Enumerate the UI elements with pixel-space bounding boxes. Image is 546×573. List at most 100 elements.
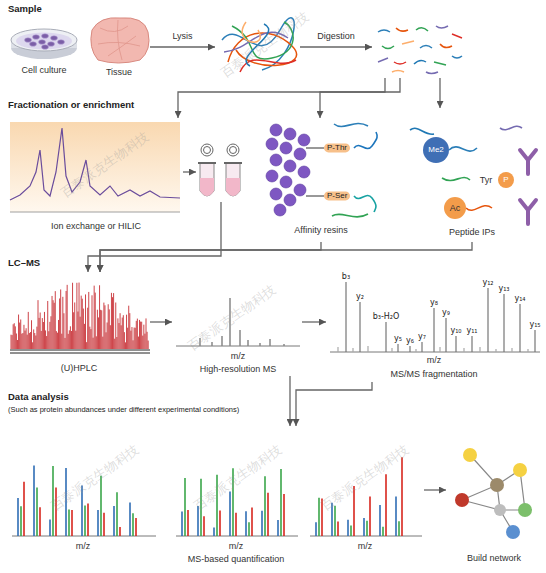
quant-peak (84, 505, 86, 536)
hplc-peaks (11, 283, 148, 349)
peak-label: y₁₁ (466, 326, 477, 335)
ion-exchange-chromatogram (10, 122, 180, 212)
section-heading: Sample (8, 4, 42, 15)
node-text: Tyr (480, 175, 493, 185)
hplc-peak (79, 283, 80, 349)
quant-peak (385, 474, 387, 536)
quant-peak (337, 522, 339, 536)
hplc-peak (50, 316, 51, 349)
quant-peak (261, 511, 263, 536)
hplc-peak (28, 312, 29, 349)
hplc-peak (53, 300, 54, 349)
hplc-peak (146, 318, 147, 349)
diagram-node: m/z (306, 426, 424, 554)
hplc-peak (111, 293, 112, 349)
quant-peak (87, 503, 89, 536)
quant-peak (103, 513, 105, 536)
diagram-node: Build network (446, 436, 542, 566)
hplc-peak (128, 306, 129, 349)
section-heading: Fractionation or enrichment (8, 100, 134, 111)
hplc-peak (38, 300, 39, 349)
hplc-peak (42, 318, 43, 349)
peak-label: y₁₃ (498, 284, 509, 293)
hplc-peak (40, 313, 41, 349)
hplc-peak (133, 340, 134, 349)
quant-peak (55, 488, 57, 536)
ms-spectrum (176, 298, 300, 346)
quant-peak (36, 488, 38, 536)
node-text: Ac (450, 203, 461, 213)
hplc-peak (87, 308, 88, 349)
flow-arrow (320, 78, 400, 118)
hplc-peak (95, 293, 96, 349)
hplc-axis (10, 350, 150, 353)
quant-peak (113, 506, 115, 536)
quant-peak (129, 503, 131, 536)
hplc-peak (61, 334, 62, 349)
watermark: 百泰派克生物科技 (217, 8, 313, 82)
tissue (91, 18, 149, 63)
quant-peak (203, 516, 205, 536)
hplc-peak (63, 313, 64, 349)
hplc-peak (15, 326, 16, 349)
hplc-peak (121, 325, 122, 349)
peak-label: y₂ (356, 292, 364, 301)
diagram-node: m/z (8, 426, 158, 554)
hplc-peak (65, 338, 66, 349)
quant-peak (264, 476, 266, 536)
hplc-peak (139, 320, 140, 349)
quant-peak (39, 507, 41, 536)
quant-peak (248, 522, 250, 536)
quant-peak (321, 498, 323, 536)
node-text: Peptide IPs (449, 227, 495, 237)
quant-peak (334, 506, 336, 536)
hplc-peak (131, 327, 132, 349)
hplc-peak (135, 328, 136, 349)
hplc-peak (97, 310, 98, 349)
hplc-peak (43, 322, 44, 349)
section-heading: Data analysis (8, 392, 69, 403)
quant-peak (369, 497, 371, 536)
hplc-peak (102, 337, 103, 349)
node-text: P (503, 175, 508, 184)
node-text: Me2 (428, 145, 444, 154)
quant-peak (17, 498, 19, 536)
flow-arrow (424, 489, 446, 490)
hplc-peak (89, 327, 90, 349)
quant-peak (49, 520, 51, 536)
peak-label: y₁₂ (482, 278, 493, 287)
hplc-peak (62, 297, 63, 349)
node-text: Build network (467, 553, 521, 563)
node-text: (U)HPLC (61, 363, 98, 373)
quant-peak (33, 465, 35, 536)
hplc-peak (109, 309, 110, 349)
hplc-peak (25, 331, 26, 349)
flow-arrow (178, 78, 385, 118)
hplc-peak (86, 342, 87, 349)
hplc-peak (144, 334, 145, 349)
hplc-peak (129, 313, 130, 349)
flow-arrow (88, 202, 221, 272)
hplc-peak (103, 303, 104, 349)
hplc-peak (126, 315, 127, 349)
hplc-peak (117, 318, 118, 349)
hplc-peak (22, 333, 23, 349)
node-text: Cell culture (21, 65, 66, 75)
hplc-peak (147, 332, 148, 349)
quant-peak (213, 527, 215, 536)
flow-arrow (100, 242, 472, 272)
diagram-node: P-ThrP-SerAffinity resins (262, 118, 380, 242)
hplc-peak (114, 339, 115, 349)
quant-peak (100, 476, 102, 536)
quant-peak (200, 479, 202, 536)
edge-label: Digestion (315, 31, 357, 41)
hplc-peak (71, 331, 72, 349)
quant-peak (366, 521, 368, 536)
hplc-peak (58, 320, 59, 349)
hplc-peak (122, 318, 123, 349)
diagram-node: Cell culture (8, 22, 80, 78)
hplc-peak (115, 303, 116, 349)
quant-peak (65, 468, 67, 536)
